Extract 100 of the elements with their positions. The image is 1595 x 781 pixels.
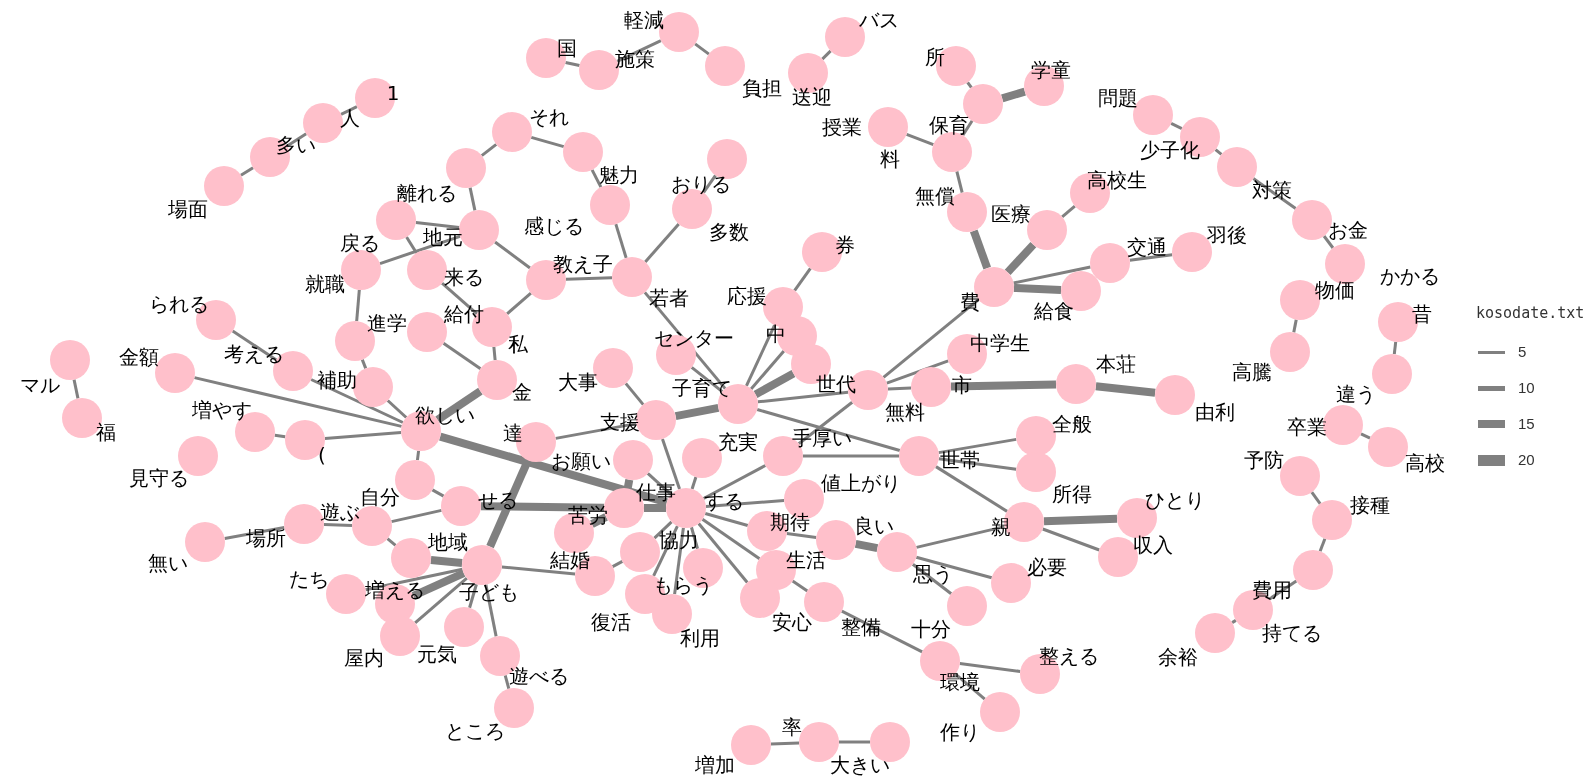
word-label: 仕事 xyxy=(636,482,676,502)
co-occurrence-edge xyxy=(950,380,1057,391)
co-occurrence-edge xyxy=(616,39,662,63)
co-occurrence-edge xyxy=(442,342,482,370)
co-occurrence-edge xyxy=(644,504,666,512)
word-label: 利用 xyxy=(680,628,720,648)
word-label: 応援 xyxy=(727,286,767,306)
co-occurrence-edge xyxy=(1043,514,1118,526)
word-label: 高校 xyxy=(1405,453,1445,473)
word-label: 値上がり xyxy=(821,473,901,493)
word-label: 安心 xyxy=(772,612,812,632)
co-occurrence-edge xyxy=(441,282,478,315)
word-label: 券 xyxy=(835,235,855,255)
co-occurrence-edge xyxy=(694,42,710,56)
word-label: 地元 xyxy=(423,227,463,247)
word-label: 無い xyxy=(148,553,188,573)
co-occurrence-edge xyxy=(661,438,681,490)
word-label: 無料 xyxy=(885,402,925,422)
word-label: 送迎 xyxy=(792,87,832,107)
word-label: 卒業 xyxy=(1287,417,1327,437)
word-label: おりる xyxy=(671,174,731,194)
word-label: 持てる xyxy=(1262,623,1322,643)
co-occurrence-edge xyxy=(1292,319,1298,333)
word-label: 所 xyxy=(925,47,945,67)
word-label: 私 xyxy=(508,334,528,354)
word-label: 医療 xyxy=(991,204,1031,224)
word-label: バス xyxy=(859,10,899,30)
co-occurrence-edge xyxy=(274,433,286,439)
co-occurrence-edge xyxy=(411,569,466,600)
co-occurrence-edge xyxy=(702,174,717,194)
co-occurrence-edge xyxy=(386,537,397,547)
word-label: 中学生 xyxy=(970,333,1030,353)
word-label: 違う xyxy=(1336,384,1376,404)
co-occurrence-edge xyxy=(674,403,720,421)
co-occurrence-edge xyxy=(415,220,460,230)
word-label: 離れる xyxy=(397,183,457,203)
word-label: 対策 xyxy=(1252,180,1292,200)
legend-label: 20 xyxy=(1518,451,1535,468)
word-label: かかる xyxy=(1380,266,1440,286)
word-label: 教え子 xyxy=(553,254,613,274)
word-label: 交通 xyxy=(1127,237,1167,257)
co-occurrence-edge xyxy=(753,370,796,398)
co-occurrence-edge xyxy=(749,350,786,390)
co-occurrence-edge xyxy=(365,567,463,592)
word-label: 中 xyxy=(766,324,786,344)
word-label: 来る xyxy=(444,267,484,287)
co-occurrence-edge xyxy=(841,609,923,654)
co-occurrence-edge xyxy=(955,171,964,193)
word-label: マル xyxy=(20,375,60,395)
word-label: 世代 xyxy=(816,374,856,394)
word-label: 昔 xyxy=(1412,304,1432,324)
word-label: 手厚い xyxy=(792,428,852,448)
co-occurrence-edge xyxy=(386,399,408,419)
co-occurrence-edge xyxy=(1042,527,1100,552)
co-occurrence-edge xyxy=(1392,341,1398,355)
word-label: 感じる xyxy=(524,216,584,236)
word-label: 見守る xyxy=(129,468,189,488)
co-occurrence-edge xyxy=(1310,491,1322,505)
co-occurrence-edge xyxy=(793,267,812,292)
co-occurrence-edge xyxy=(1061,204,1076,219)
co-occurrence-edge xyxy=(484,584,498,637)
word-label: 軽減 xyxy=(624,10,664,30)
co-occurrence-edge xyxy=(916,525,1005,549)
word-label: 接種 xyxy=(1350,495,1390,515)
word-label: 物価 xyxy=(1315,280,1355,300)
co-occurrence-edge xyxy=(886,359,949,385)
word-label: 遊ぶ xyxy=(320,502,360,522)
co-occurrence-edge xyxy=(756,408,901,452)
legend-title: kosodate.txt xyxy=(1476,304,1585,322)
co-occurrence-edge xyxy=(310,378,404,424)
co-occurrence-edge xyxy=(555,422,637,440)
co-occurrence-edge xyxy=(1013,265,1091,285)
co-occurrence-edge xyxy=(915,555,993,580)
word-label: 金 xyxy=(512,382,532,402)
word-label: 増やす xyxy=(192,400,252,420)
co-occurrence-edge xyxy=(405,236,418,254)
co-occurrence-edge xyxy=(430,555,463,568)
co-occurrence-edge xyxy=(954,672,986,701)
co-occurrence-edge xyxy=(611,560,624,568)
word-label: 環境 xyxy=(940,672,980,692)
co-occurrence-edge xyxy=(415,450,421,461)
word-label: 給付 xyxy=(444,304,484,324)
co-occurrence-edge xyxy=(414,576,468,625)
word-label: 率 xyxy=(782,717,802,737)
co-occurrence-edge xyxy=(224,526,285,540)
word-label: 福 xyxy=(96,422,116,442)
word-label: 余裕 xyxy=(1158,647,1198,667)
co-occurrence-edge xyxy=(72,379,80,399)
co-occurrence-edge xyxy=(379,235,461,265)
co-occurrence-edge xyxy=(360,359,368,369)
co-occurrence-edge xyxy=(935,465,1008,513)
co-occurrence-edge xyxy=(1170,122,1183,130)
word-label: 保育 xyxy=(929,115,969,135)
co-occurrence-edge xyxy=(757,390,849,404)
word-label: 子ども xyxy=(459,582,519,602)
co-occurrence-edge xyxy=(468,583,478,609)
word-label: 1 xyxy=(386,83,400,103)
co-occurrence-edge xyxy=(911,563,953,595)
word-label: 多い xyxy=(276,135,316,155)
co-occurrence-edge xyxy=(194,376,402,428)
